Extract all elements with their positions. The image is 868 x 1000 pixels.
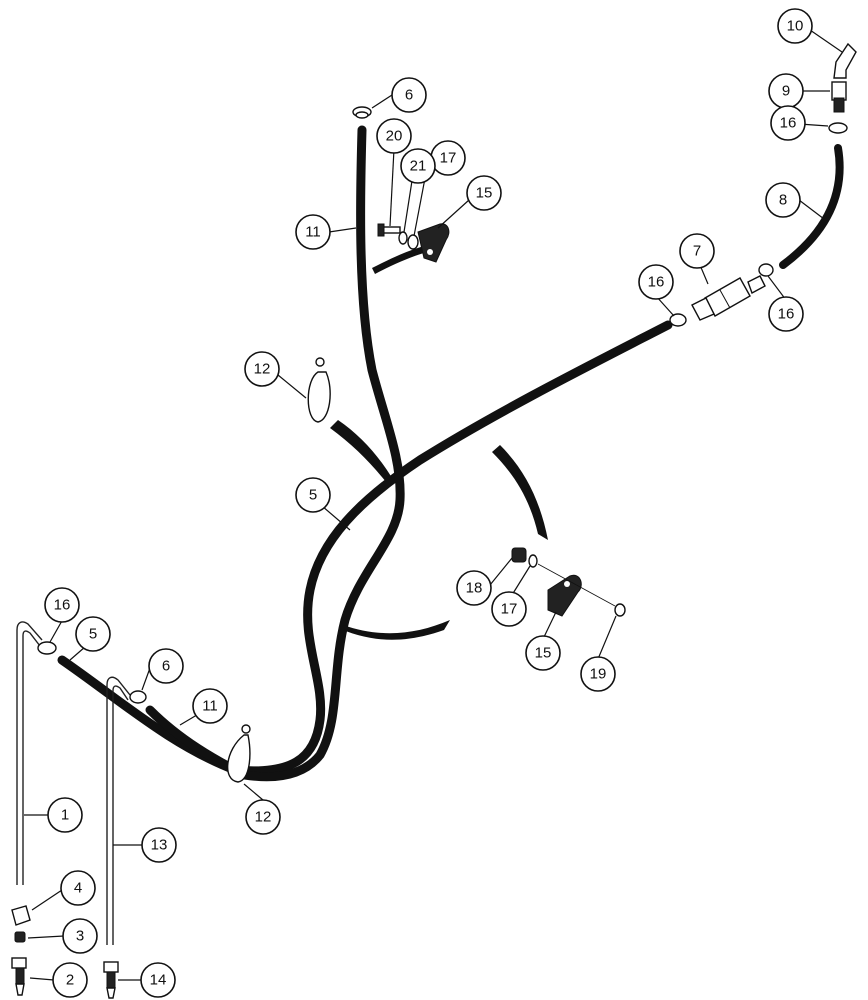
- indicator-arrow: [372, 245, 430, 274]
- callout-12: 12: [244, 351, 280, 387]
- svg-text:11: 11: [305, 224, 321, 241]
- washer-17: [528, 554, 538, 568]
- hose-8: [779, 144, 844, 269]
- callout-16: 16: [638, 264, 674, 300]
- fuel-filter-7: [691, 275, 766, 321]
- svg-text:16: 16: [54, 597, 71, 614]
- clamp-15: [417, 223, 450, 263]
- nut-4: [11, 905, 31, 926]
- clamp-6: [355, 111, 369, 119]
- callout-21: 21: [400, 148, 436, 184]
- svg-text:15: 15: [535, 645, 552, 662]
- connector-14: [103, 961, 119, 999]
- svg-text:4: 4: [74, 880, 82, 897]
- callout-14: 14: [140, 962, 176, 998]
- callout-15: 15: [466, 175, 502, 211]
- clamp-16: [669, 313, 687, 327]
- svg-text:16: 16: [780, 115, 797, 132]
- callout-15: 15: [525, 635, 561, 671]
- clamp-16: [828, 122, 848, 134]
- svg-text:20: 20: [386, 128, 403, 145]
- clip-12: [226, 724, 251, 783]
- callout-11: 11: [192, 688, 228, 724]
- clamp-16: [758, 263, 774, 277]
- svg-text:3: 3: [76, 928, 84, 945]
- callout-4: 4: [60, 870, 96, 906]
- washer-21: [398, 231, 408, 245]
- svg-text:21: 21: [410, 158, 427, 175]
- hose-5: [57, 320, 673, 776]
- tube-1: [16, 621, 43, 885]
- clamp-6: [129, 690, 147, 704]
- svg-text:10: 10: [787, 18, 804, 35]
- callout-12: 12: [245, 799, 281, 835]
- callout-17: 17: [491, 591, 527, 627]
- svg-text:18: 18: [466, 580, 483, 597]
- callout-6: 6: [391, 77, 427, 113]
- callout-16: 16: [44, 587, 80, 623]
- indicator-arrow: [330, 420, 392, 482]
- washer-19: [614, 603, 626, 617]
- svg-text:6: 6: [405, 87, 413, 104]
- clamp-15: [547, 574, 582, 617]
- svg-text:6: 6: [162, 658, 170, 675]
- svg-text:9: 9: [782, 83, 790, 100]
- assembly-line: [537, 563, 616, 607]
- callout-16: 16: [768, 296, 804, 332]
- leader-lines: [24, 29, 843, 981]
- elbow-10: [833, 42, 857, 79]
- callout-11: 11: [295, 214, 331, 250]
- svg-text:5: 5: [89, 626, 97, 643]
- indicator-arrow: [343, 620, 450, 640]
- connector-2: [11, 957, 27, 996]
- callout-20: 20: [376, 118, 412, 154]
- callout-5: 5: [75, 616, 111, 652]
- tube-13: [106, 676, 131, 945]
- svg-text:12: 12: [254, 361, 271, 378]
- svg-text:16: 16: [648, 274, 665, 291]
- clip-12: [307, 357, 331, 423]
- clamp-16: [37, 641, 57, 655]
- callout-9: 9: [768, 73, 804, 109]
- svg-text:15: 15: [476, 185, 493, 202]
- tube-13: [112, 685, 129, 945]
- callout-1: 1: [47, 797, 83, 833]
- svg-text:17: 17: [440, 150, 457, 167]
- callout-10: 10: [777, 8, 813, 44]
- callout-2: 2: [52, 962, 88, 998]
- callout-16: 16: [770, 105, 806, 141]
- callout-19: 19: [580, 656, 616, 692]
- callout-6: 6: [148, 648, 184, 684]
- callout-13: 13: [141, 827, 177, 863]
- bolt-20: [377, 223, 401, 237]
- callout-3: 3: [62, 918, 98, 954]
- svg-text:7: 7: [693, 243, 701, 260]
- callout-5: 5: [295, 477, 331, 513]
- fitting-9: [831, 81, 847, 113]
- sleeve-3: [14, 931, 26, 943]
- nut-18: [511, 547, 527, 563]
- callout-17: 17: [430, 140, 466, 176]
- svg-text:8: 8: [779, 192, 787, 209]
- svg-text:14: 14: [150, 972, 167, 989]
- svg-text:13: 13: [151, 837, 168, 854]
- tube-1: [22, 630, 41, 885]
- indicator-arrow: [492, 445, 548, 540]
- callout-8: 8: [765, 182, 801, 218]
- callout-18: 18: [456, 570, 492, 606]
- svg-text:12: 12: [255, 809, 272, 826]
- svg-text:5: 5: [309, 487, 317, 504]
- svg-text:1: 1: [61, 807, 69, 824]
- callout-7: 7: [679, 233, 715, 269]
- svg-text:11: 11: [202, 698, 218, 715]
- svg-text:2: 2: [66, 972, 74, 989]
- svg-text:19: 19: [590, 666, 607, 683]
- svg-text:16: 16: [778, 306, 795, 323]
- svg-text:17: 17: [501, 601, 518, 618]
- nut-17: [407, 234, 419, 250]
